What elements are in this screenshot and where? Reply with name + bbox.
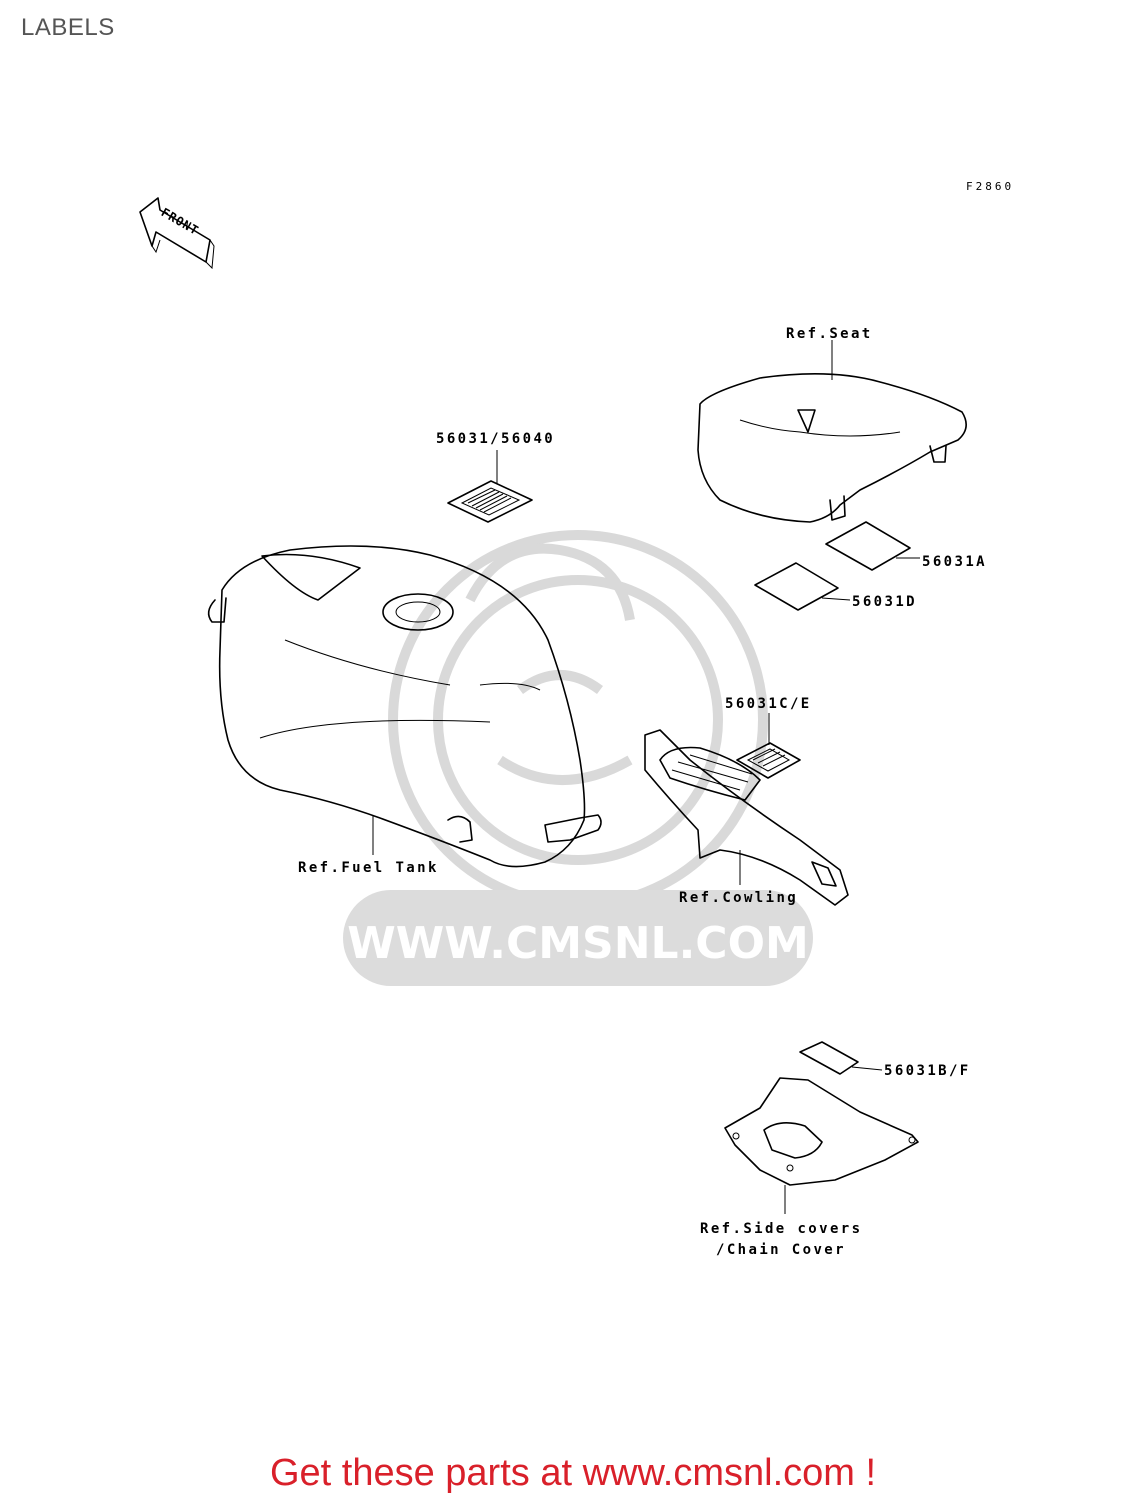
cowling-drawing bbox=[644, 729, 849, 906]
part-56031ce-label: 56031C/E bbox=[725, 696, 812, 712]
label-56031a bbox=[825, 521, 920, 571]
fuel-tank-drawing bbox=[207, 545, 602, 868]
label-56031bf bbox=[799, 1041, 883, 1075]
page-title: LABELS bbox=[21, 14, 115, 41]
label-56031d bbox=[754, 562, 851, 611]
part-56031-56040-label: 56031/56040 bbox=[436, 431, 555, 447]
cmsnl-watermark: WWW.CMSNL.COM bbox=[343, 530, 813, 986]
side-cover-drawing bbox=[724, 1077, 919, 1214]
label-56031ce bbox=[736, 713, 801, 779]
ref-cowling-label: Ref.Cowling bbox=[679, 890, 798, 906]
watermark-banner bbox=[343, 890, 813, 986]
ref-side-covers-label: Ref.Side covers bbox=[700, 1221, 862, 1237]
part-56031bf-label: 56031B/F bbox=[884, 1063, 971, 1079]
part-56031d-label: 56031D bbox=[852, 594, 917, 610]
seat-drawing bbox=[697, 340, 967, 523]
figure-code: F2860 bbox=[966, 180, 1014, 193]
front-arrow-icon: FRONT bbox=[139, 197, 215, 270]
front-arrow-label: FRONT bbox=[159, 205, 202, 238]
ref-seat-label: Ref.Seat bbox=[786, 326, 873, 342]
part-56031a-label: 56031A bbox=[922, 554, 987, 570]
label-56031-56040 bbox=[447, 450, 533, 523]
cmsnl-parts-link[interactable]: Get these parts at www.cmsnl.com ! bbox=[269, 1452, 877, 1494]
watermark-text: WWW.CMSNL.COM bbox=[347, 918, 809, 969]
ref-fuel-tank-label: Ref.Fuel Tank bbox=[298, 860, 439, 876]
ref-chain-cover-label: /Chain Cover bbox=[716, 1242, 846, 1258]
